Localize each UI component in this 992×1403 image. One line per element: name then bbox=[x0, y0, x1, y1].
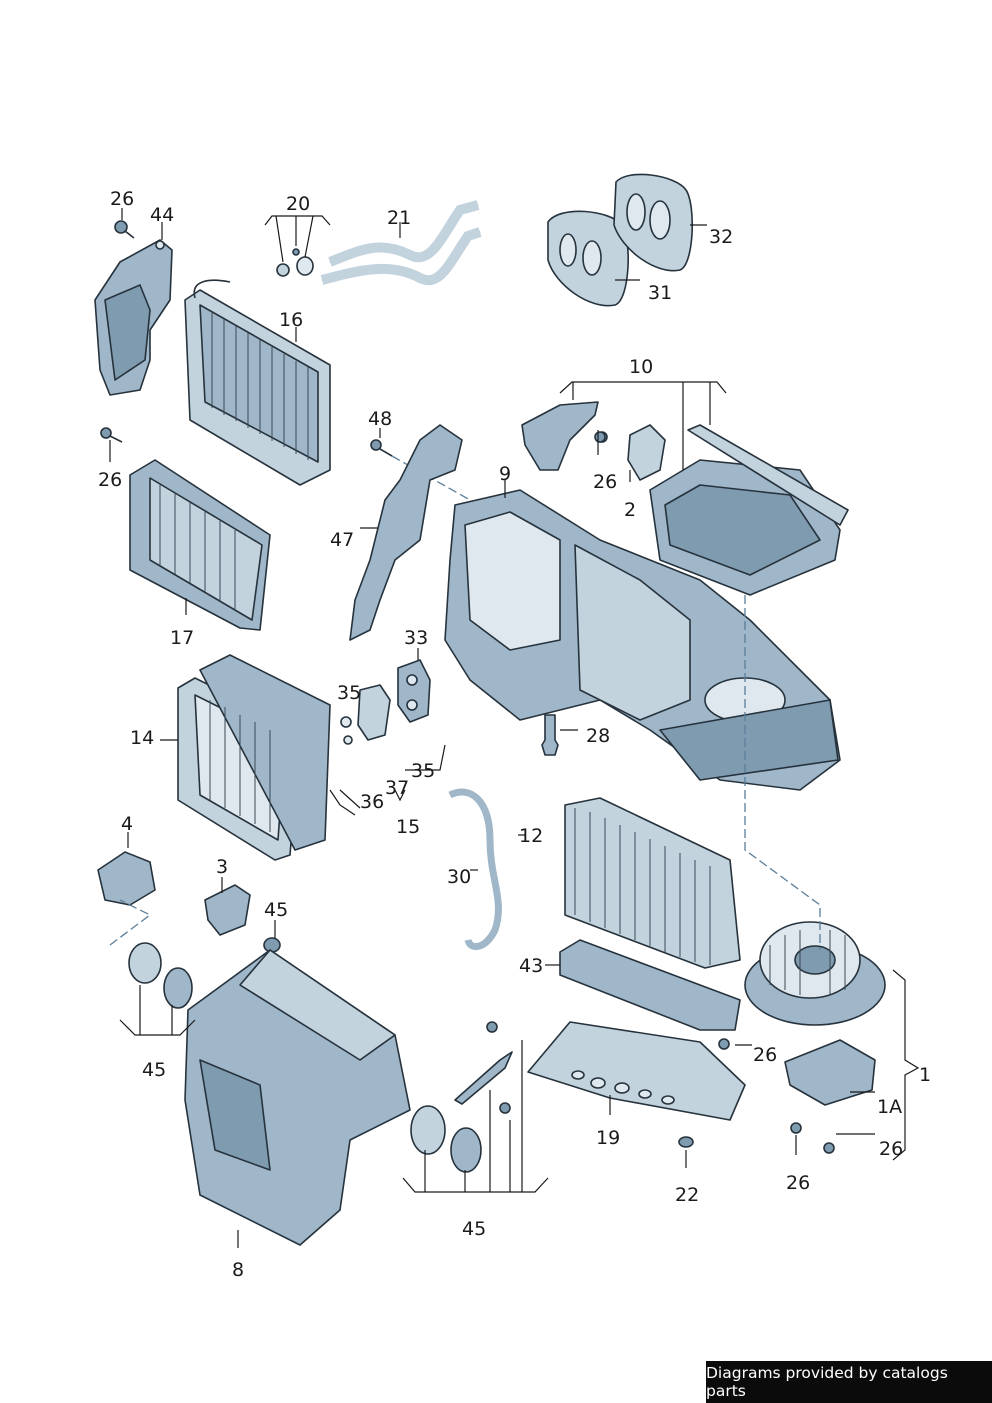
grommet-part-45 bbox=[263, 937, 281, 953]
callout-label: 2 bbox=[624, 499, 637, 521]
callout-label: 44 bbox=[150, 204, 175, 226]
callout-label: 22 bbox=[675, 1184, 700, 1206]
screw-part-26-bottom bbox=[718, 1038, 835, 1154]
callout-label: 28 bbox=[586, 725, 611, 747]
callout-label: 1 bbox=[919, 1064, 932, 1086]
actuator-set-part-10 bbox=[521, 401, 849, 596]
sensor-part-28 bbox=[541, 714, 559, 756]
blower-motor-part-1 bbox=[744, 921, 886, 1026]
heater-core-part-16 bbox=[184, 279, 331, 486]
heater-pipes-part-21 bbox=[320, 200, 482, 285]
callout-label: 30 bbox=[447, 866, 472, 888]
screw-part-22 bbox=[678, 1136, 694, 1148]
callout-label: 12 bbox=[519, 825, 544, 847]
callout-label: 36 bbox=[360, 791, 385, 813]
callout-label: 31 bbox=[648, 282, 673, 304]
callout-label: 1A bbox=[877, 1096, 903, 1118]
callout-label: 48 bbox=[368, 408, 393, 430]
drain-pipe-part-30 bbox=[448, 788, 502, 950]
callout-label: 43 bbox=[519, 955, 544, 977]
callout-label: 26 bbox=[593, 471, 618, 493]
callout-label: 45 bbox=[264, 899, 289, 921]
resistor-part-1A bbox=[784, 1039, 876, 1106]
cover-part-19 bbox=[527, 1021, 746, 1121]
tray-part-43 bbox=[559, 939, 741, 1031]
callout-label: 35 bbox=[337, 682, 362, 704]
callout-label: 26 bbox=[98, 469, 123, 491]
callout-label: 3 bbox=[216, 856, 229, 878]
attribution-text: Diagrams provided by catalogs parts bbox=[706, 1364, 948, 1400]
callout-label: 35 bbox=[411, 760, 436, 782]
callout-label: 8 bbox=[232, 1259, 245, 1281]
callout-label: 10 bbox=[629, 356, 654, 378]
callout-label: 17 bbox=[170, 627, 195, 649]
callout-label: 21 bbox=[387, 207, 412, 229]
seal-part-33 bbox=[397, 659, 431, 723]
gear-set-part-45 bbox=[128, 942, 482, 1173]
clamp-part-20 bbox=[276, 248, 314, 277]
callout-label: 45 bbox=[142, 1059, 167, 1081]
ac-housing-part-9 bbox=[444, 489, 841, 791]
linkage-part-45 bbox=[454, 1021, 513, 1114]
callout-label: 14 bbox=[130, 727, 155, 749]
actuator-part-4 bbox=[97, 851, 156, 906]
screw-part-26-housing bbox=[594, 431, 606, 443]
screw-part-26 bbox=[114, 220, 135, 239]
attribution-badge: Diagrams provided by catalogs parts bbox=[706, 1361, 992, 1403]
callout-label: 4 bbox=[121, 813, 134, 835]
callout-label: 16 bbox=[279, 309, 304, 331]
actuator-part-3 bbox=[204, 884, 251, 936]
callout-label: 20 bbox=[286, 193, 311, 215]
callout-label: 45 bbox=[462, 1218, 487, 1240]
callout-label: 26 bbox=[110, 188, 135, 210]
seal-part-47 bbox=[349, 424, 463, 641]
callout-label: 47 bbox=[330, 529, 355, 551]
distribution-housing-part-8 bbox=[184, 949, 411, 1246]
evaporator-part-14 bbox=[177, 654, 331, 861]
callout-label: 15 bbox=[396, 816, 421, 838]
callout-label: 37 bbox=[385, 777, 410, 799]
callout-label: 32 bbox=[709, 226, 734, 248]
callout-label: 26 bbox=[879, 1138, 904, 1160]
callout-label: 33 bbox=[404, 627, 429, 649]
callout-label: 26 bbox=[753, 1044, 778, 1066]
expansion-valve-part-37 bbox=[340, 684, 391, 745]
callout-label: 26 bbox=[786, 1172, 811, 1194]
cabin-filter-part-12 bbox=[564, 797, 741, 969]
gasket-part-31 bbox=[547, 210, 629, 307]
bracket-part-44 bbox=[94, 239, 173, 396]
callout-label: 9 bbox=[499, 463, 512, 485]
heat-exchanger-part-17 bbox=[100, 427, 271, 631]
callout-label: 19 bbox=[596, 1127, 621, 1149]
gasket-part-32 bbox=[613, 173, 694, 272]
